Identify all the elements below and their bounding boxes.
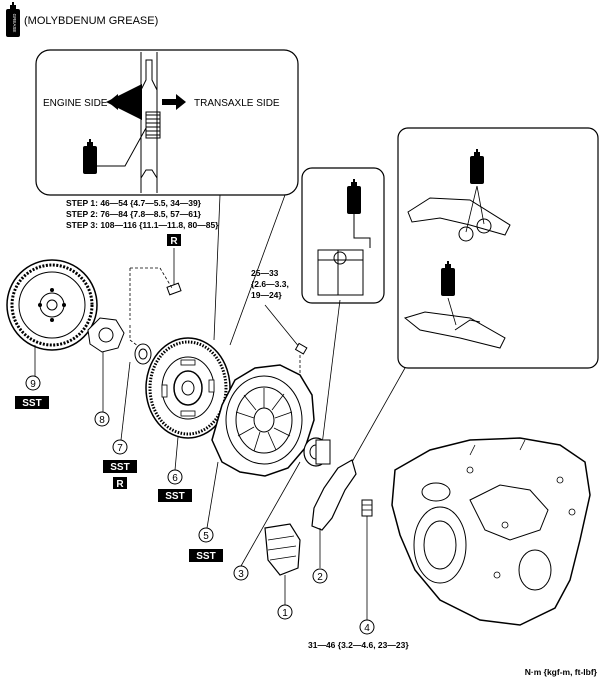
part-callouts: 9 8 7 6 5 3 2 1: [25, 375, 375, 635]
callout-3: 3: [233, 565, 249, 581]
flywheel-backing-plate: [87, 317, 125, 412]
callout-6: 6: [167, 469, 183, 485]
replace-badge: R: [167, 234, 181, 247]
svg-text:5: 5: [203, 531, 209, 542]
callout-9: 9: [25, 375, 41, 391]
arrow-left-icon: [108, 94, 118, 110]
flywheel: [6, 259, 98, 378]
torque-step-2: STEP 2: 76—84 {7.8—8.5, 57—61}: [66, 209, 202, 219]
grease-can-icon: GREASE: [6, 2, 20, 37]
svg-text:9: 9: [30, 379, 36, 390]
callout-8: 8: [94, 411, 110, 427]
svg-text:6: 6: [172, 473, 178, 484]
cover-torque-line-1: 25—33: [251, 268, 279, 278]
arrow-right-icon: [176, 94, 186, 110]
flywheel-bolt-torque: STEP 1: 46—54 {4.7—5.5, 34—39} STEP 2: 7…: [66, 198, 219, 247]
grease-can-icon: [470, 149, 484, 184]
svg-text:SST: SST: [110, 462, 129, 473]
svg-text:R: R: [116, 479, 124, 490]
svg-text:1: 1: [282, 608, 288, 619]
transaxle-housing: [391, 437, 591, 626]
clutch-cover: [206, 364, 315, 529]
fork-bolt-torque: 31—46 {3.2—4.6, 23—23}: [308, 640, 409, 650]
pilot-bearing: [120, 325, 152, 441]
sst-badge: SST: [189, 549, 223, 562]
flywheel-bolt: [129, 248, 182, 320]
callout-4: 4: [359, 619, 375, 635]
grease-can-icon: [441, 261, 455, 296]
callout-1: 1: [277, 604, 293, 620]
callout-2: 2: [312, 568, 328, 584]
svg-text:4: 4: [364, 623, 370, 634]
grease-legend-label: (MOLYBDENUM GREASE): [24, 15, 158, 27]
svg-text:3: 3: [238, 569, 244, 580]
detail-box-release-fork: [351, 127, 599, 463]
spline-hatch: [146, 114, 160, 136]
torque-units: N·m {kgf-m, ft-lbf}: [525, 667, 598, 677]
transaxle-side-label: TRANSAXLE SIDE: [194, 98, 280, 109]
svg-text:2: 2: [317, 572, 323, 583]
sst-badge: SST: [158, 489, 192, 502]
grease-legend: GREASE (MOLYBDENUM GREASE): [6, 2, 158, 37]
svg-text:GREASE: GREASE: [12, 14, 17, 33]
replace-badge: R: [113, 477, 127, 490]
engine-side-label: ENGINE SIDE: [43, 98, 108, 109]
callout-7: 7: [112, 439, 128, 455]
cover-torque-line-3: 19—24}: [251, 290, 282, 300]
release-bearing: [240, 437, 331, 567]
detail-box-input-shaft: ENGINE SIDE TRANSAXLE SIDE: [35, 49, 299, 196]
detail-box-release-bearing: [301, 167, 385, 446]
callout-5: 5: [198, 527, 214, 543]
svg-text:R: R: [170, 236, 178, 247]
clutch-disc: [145, 337, 231, 471]
release-fork-boot: [264, 523, 301, 605]
svg-text:SST: SST: [165, 491, 184, 502]
svg-text:7: 7: [117, 443, 123, 454]
sst-badge: SST: [15, 396, 49, 409]
svg-text:8: 8: [99, 415, 105, 426]
cover-torque-line-2: {2.6—3.3,: [251, 279, 289, 289]
torque-step-3: STEP 3: 108—116 {11.1—11.8, 80—85}: [66, 220, 219, 230]
clutch-cover-torque: 25—33 {2.6—3.3, 19—24}: [251, 268, 308, 375]
svg-text:SST: SST: [196, 551, 215, 562]
grease-can-icon: [83, 139, 97, 174]
sst-badge: SST: [103, 460, 137, 473]
release-fork: [311, 459, 357, 568]
fork-pivot-bolt: [361, 499, 373, 620]
torque-step-1: STEP 1: 46—54 {4.7—5.5, 34—39}: [66, 198, 202, 208]
grease-can-icon: [347, 179, 361, 214]
svg-text:SST: SST: [22, 398, 41, 409]
